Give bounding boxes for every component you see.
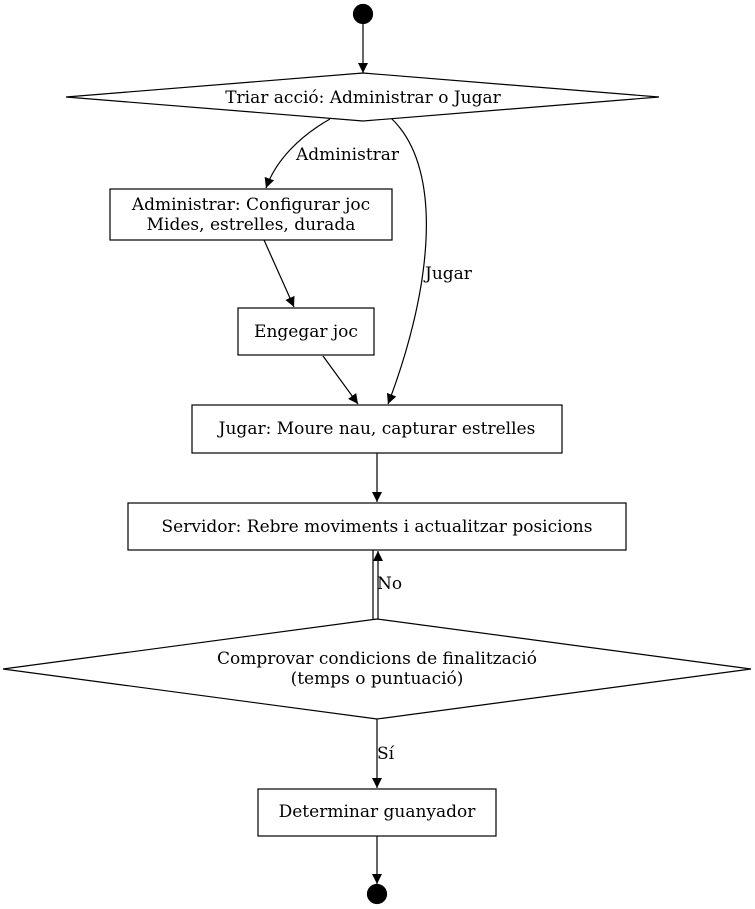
step-servidor: Servidor: Rebre moviments i actualitzar … xyxy=(127,502,627,551)
end-node xyxy=(366,883,388,905)
edge-label-si: Sí xyxy=(377,744,395,764)
edge-labels: Administrar Jugar No Sí xyxy=(295,145,473,764)
step-shape xyxy=(191,404,563,454)
edge-triar-to-admin xyxy=(264,118,331,189)
edges xyxy=(263,24,427,884)
edge-label-no: No xyxy=(377,574,402,594)
step-administrar-line-1: Administrar: Configurar joc xyxy=(131,195,370,215)
step-engegar-joc: Engegar joc xyxy=(237,307,375,356)
decision-triar-accio: Triar acció: Administrar o Jugar xyxy=(65,72,660,122)
nodes: Triar acció: Administrar o Jugar Adminis… xyxy=(2,3,752,905)
edge-engegar-to-jugar xyxy=(322,355,359,405)
decision-comprovar-line-1: Comprovar condicions de finalització xyxy=(217,649,537,669)
step-shape xyxy=(109,188,393,241)
step-guanyador-label: Determinar guanyador xyxy=(279,802,477,822)
decision-shape xyxy=(2,618,752,720)
edge-label-jugar: Jugar xyxy=(423,264,473,284)
step-administrar-line-2: Mides, estrelles, durada xyxy=(147,215,356,235)
decision-shape xyxy=(65,72,660,122)
step-servidor-label: Servidor: Rebre moviments i actualitzar … xyxy=(162,517,593,537)
decision-comprovar-line-2: (temps o puntuació) xyxy=(291,669,464,689)
decision-comprovar: Comprovar condicions de finalització (te… xyxy=(2,618,752,720)
step-engegar-label: Engegar joc xyxy=(254,322,358,342)
edge-admin-to-engegar xyxy=(263,239,295,308)
step-jugar-label: Jugar: Moure nau, capturar estrelles xyxy=(217,419,536,439)
step-shape xyxy=(257,788,497,837)
decision-triar-label: Triar acció: Administrar o Jugar xyxy=(225,88,501,108)
step-administrar: Administrar: Configurar joc Mides, estre… xyxy=(109,188,393,241)
step-jugar: Jugar: Moure nau, capturar estrelles xyxy=(191,404,563,454)
edge-label-administrar: Administrar xyxy=(295,145,400,165)
start-node xyxy=(352,3,374,25)
step-determinar-guanyador: Determinar guanyador xyxy=(257,788,497,837)
step-shape xyxy=(237,307,375,356)
step-shape xyxy=(127,502,627,551)
edge-triar-to-jugar xyxy=(386,117,427,405)
